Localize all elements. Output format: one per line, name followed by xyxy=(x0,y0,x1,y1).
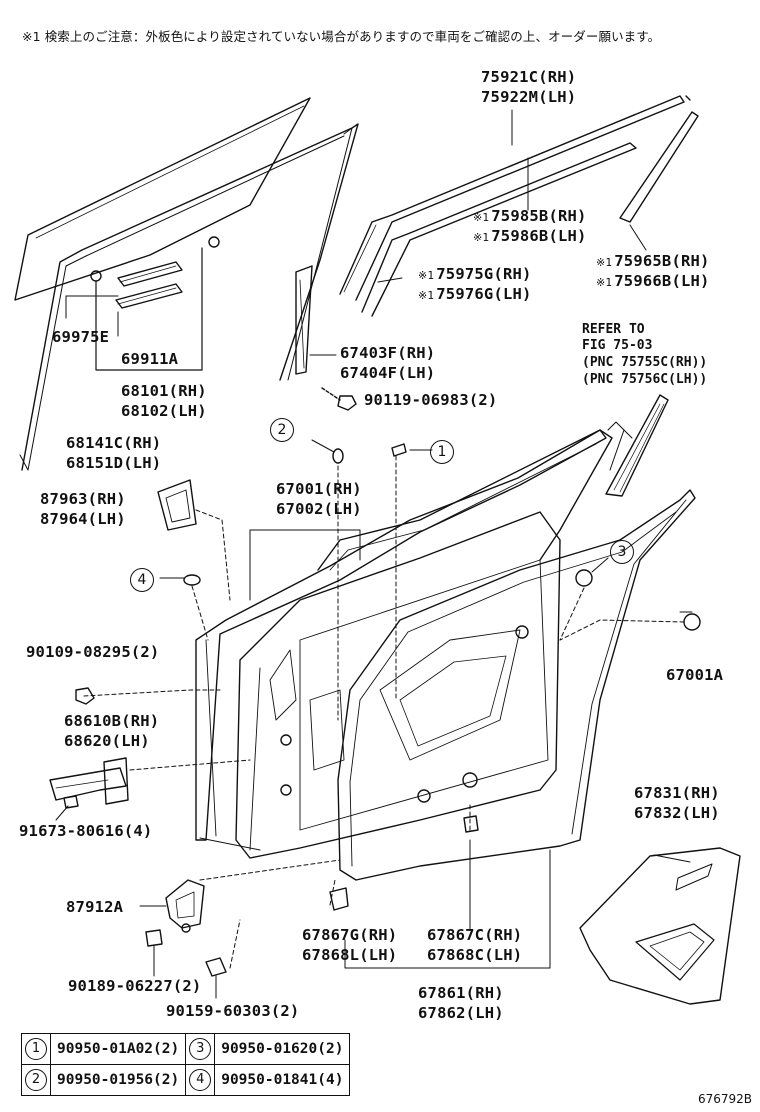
label-68102: 68102(LH) xyxy=(121,402,207,420)
label-68141c: 68141C(RH) xyxy=(66,434,162,452)
clip-67867g xyxy=(329,887,349,911)
hole-plug-2 xyxy=(332,448,344,464)
frame-moulding-75985b xyxy=(361,142,637,317)
label-91673: 91673-80616(4) xyxy=(19,822,153,840)
label-67831: 67831(RH) xyxy=(634,784,720,802)
bolt-91673 xyxy=(63,795,79,809)
callout-3: 3 xyxy=(610,540,634,564)
label-75921c: 75921C(RH) xyxy=(481,68,577,86)
refer-note-line4: (PNC 75756C(LH)) xyxy=(582,372,708,387)
figure-id: 676792B xyxy=(697,1092,752,1106)
label-69975e: 69975E xyxy=(52,328,110,346)
label-90189: 90189-06227(2) xyxy=(68,977,202,995)
door-outer-panel xyxy=(195,429,607,841)
legend-part-number: 90950-01841(4) xyxy=(214,1064,351,1096)
label-67404f: 67404F(LH) xyxy=(340,364,436,382)
label-87912a: 87912A xyxy=(66,898,124,916)
label-69911a: 69911A xyxy=(121,350,179,368)
glass-channel-69911a xyxy=(115,283,183,309)
door-trim-67831 xyxy=(579,847,741,1005)
refer-note-line3: (PNC 75755C(RH)) xyxy=(582,355,708,370)
glass-channel-69975e xyxy=(117,261,183,287)
rear-lower-channel xyxy=(295,265,313,375)
rear-triangle-ref xyxy=(605,394,669,497)
legend-callout: 1 xyxy=(25,1038,47,1060)
clip-67867c xyxy=(463,815,479,833)
label-90159: 90159-60303(2) xyxy=(166,1002,300,1020)
label-67403f: 67403F(RH) xyxy=(340,344,436,362)
label-68101: 68101(RH) xyxy=(121,382,207,400)
refer-note-line1: REFER TO xyxy=(582,322,645,337)
callout-1: 1 xyxy=(430,440,454,464)
label-67867g: 67867G(RH) xyxy=(302,926,398,944)
callout-legend-table: 1 90950-01A02(2) 3 90950-01620(2) 2 9095… xyxy=(21,1033,351,1096)
legend-part-number: 90950-01A02(2) xyxy=(49,1033,187,1065)
screw-90159 xyxy=(205,957,227,977)
label-67862: 67862(LH) xyxy=(418,1004,504,1022)
glass-clip xyxy=(208,236,220,248)
door-inner-panel xyxy=(235,511,561,859)
bolt-90119 xyxy=(337,395,357,411)
legend-row: 1 90950-01A02(2) 3 90950-01620(2) xyxy=(21,1033,351,1065)
search-note: ※1 検索上のご注意：外板色により設定されていない場合がありますので車両をご確認… xyxy=(22,29,661,44)
glass-clip xyxy=(90,270,102,282)
label-90109: 90109-08295(2) xyxy=(26,643,160,661)
callout-2: 2 xyxy=(270,418,294,442)
label-67832: 67832(LH) xyxy=(634,804,720,822)
door-weatherstrip xyxy=(337,489,696,881)
door-check-68610b xyxy=(49,767,127,801)
label-87964: 87964(LH) xyxy=(40,510,126,528)
label-67001: 67001(RH) xyxy=(276,480,362,498)
legend-callout: 2 xyxy=(25,1069,47,1091)
label-90119: 90119-06983(2) xyxy=(364,391,498,409)
frame-moulding-75921c xyxy=(339,95,685,301)
door-bumper-67001a xyxy=(683,613,701,631)
legend-row: 2 90950-01956(2) 4 90950-01841(4) xyxy=(21,1064,351,1096)
hole-plug-4 xyxy=(183,574,201,586)
label-75922m: 75922M(LH) xyxy=(481,88,577,106)
callout-4: 4 xyxy=(130,568,154,592)
label-87963: 87963(RH) xyxy=(40,490,126,508)
label-67867c: 67867C(RH) xyxy=(427,926,523,944)
legend-callout: 4 xyxy=(189,1069,212,1091)
legend-callout: 3 xyxy=(189,1038,212,1060)
label-68610b: 68610B(RH) xyxy=(64,712,160,730)
label-67861: 67861(RH) xyxy=(418,984,504,1002)
cushion-3 xyxy=(575,569,593,587)
door-lock-87912a xyxy=(165,879,205,929)
label-68620: 68620(LH) xyxy=(64,732,150,750)
refer-note-line2: FIG 75-03 xyxy=(582,338,653,353)
door-glass xyxy=(14,97,311,301)
clip-90189 xyxy=(145,929,163,947)
legend-part-number: 90950-01956(2) xyxy=(49,1064,187,1096)
bolt-90109 xyxy=(75,687,95,705)
rear-garnish-75965b xyxy=(619,111,699,223)
legend-part-number: 90950-01620(2) xyxy=(214,1033,351,1065)
hole-plug-1 xyxy=(391,443,407,457)
label-67002: 67002(LH) xyxy=(276,500,362,518)
label-67868l: 67868L(LH) xyxy=(302,946,398,964)
label-67868c: 67868C(LH) xyxy=(427,946,523,964)
label-68151d: 68151D(LH) xyxy=(66,454,162,472)
door-window-frame xyxy=(317,429,613,571)
label-67001a: 67001A xyxy=(666,666,724,684)
corner-piece-87963 xyxy=(157,479,197,531)
